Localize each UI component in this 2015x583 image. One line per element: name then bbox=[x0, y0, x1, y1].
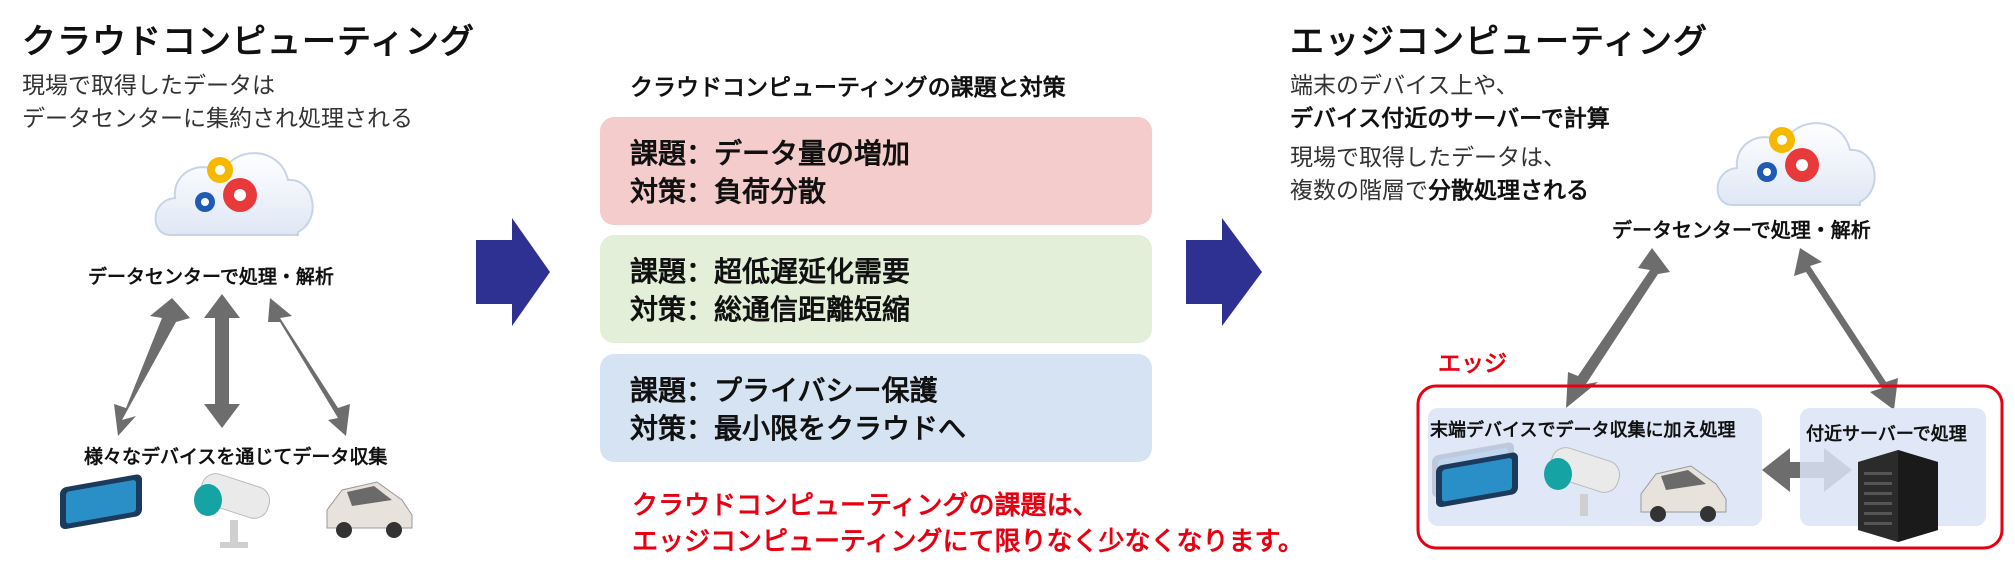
arrow-right-2 bbox=[1186, 218, 1262, 326]
edge-boundary bbox=[1416, 384, 2004, 550]
cloud-datacenter-label: データセンターで処理・解析 bbox=[88, 266, 334, 288]
conclusion-line-1: クラウドコンピューティングの課題は、 bbox=[632, 491, 1099, 521]
edge-phone-icon bbox=[1436, 452, 1518, 508]
phone-icon bbox=[60, 474, 142, 530]
cloud-arrow-left bbox=[114, 298, 190, 436]
issue-card-latency: 課題：超低遅延化需要 対策：総通信距離短縮 bbox=[600, 235, 1152, 343]
edge-desc-line-1: 端末のデバイス上や、 bbox=[1290, 73, 1519, 99]
edge-desc-line-2: デバイス付近のサーバーで計算 bbox=[1290, 106, 1610, 132]
edge-device-box-label: 末端デバイスでデータ収集に加え処理 bbox=[1430, 420, 1736, 441]
measure-text: 対策：最小限をクラウドへ bbox=[630, 412, 967, 445]
camera-icon bbox=[194, 473, 271, 548]
measure-text: 対策：総通信距離短縮 bbox=[630, 293, 911, 326]
issue-text: 課題：超低遅延化需要 bbox=[630, 255, 911, 288]
issue-card-privacy: 課題：プライバシー保護 対策：最小限をクラウドへ bbox=[600, 354, 1152, 462]
edge-label: エッジ bbox=[1438, 351, 1507, 377]
edge-datacenter-label: データセンターで処理・解析 bbox=[1612, 218, 1871, 242]
edge-arrow-right bbox=[1794, 248, 1898, 410]
issue-card-data-volume: 課題：データ量の増加 対策：負荷分散 bbox=[600, 117, 1152, 225]
cloud-desc-line-1: 現場で取得したデータは bbox=[22, 73, 275, 99]
edge-title: エッジコンピューティング bbox=[1290, 22, 1708, 62]
car-icon bbox=[326, 481, 413, 538]
edge-server-box-label: 付近サーバーで処理 bbox=[1806, 424, 1967, 445]
cloud-devices-label: 様々なデバイスを通じてデータ収集 bbox=[84, 446, 388, 468]
edge-arrow-left bbox=[1566, 248, 1670, 408]
edge-desc-line-3: 現場で取得したデータは、 bbox=[1290, 145, 1566, 171]
issue-text: 課題：プライバシー保護 bbox=[630, 374, 938, 407]
edge-description: 端末のデバイス上や、 デバイス付近のサーバーで計算 現場で取得したデータは、 複… bbox=[1290, 70, 1610, 208]
measure-text: 対策：負荷分散 bbox=[630, 175, 827, 208]
arrow-right-1 bbox=[476, 218, 550, 326]
cloud-arrow-center bbox=[204, 294, 240, 428]
conclusion-line-2: エッジコンピューティングにて限りなく少なくなります。 bbox=[632, 527, 1304, 557]
cloud-gears-icon bbox=[154, 152, 314, 236]
edge-camera-icon bbox=[1544, 447, 1621, 516]
edge-desc-line-4-bold: 分散処理される bbox=[1428, 178, 1589, 204]
edge-desc-line-4: 複数の階層で分散処理される bbox=[1290, 175, 1610, 208]
cloud-arrows bbox=[114, 294, 350, 436]
issues-conclusion: クラウドコンピューティングの課題は、 エッジコンピューティングにて限りなく少なく… bbox=[632, 488, 1304, 560]
cloud-desc-line-2: データセンターに集約され処理される bbox=[22, 106, 413, 132]
server-rack-icon bbox=[1858, 450, 1938, 542]
cloud-description: 現場で取得したデータは データセンターに集約され処理される bbox=[22, 70, 413, 136]
issue-text: 課題：データ量の増加 bbox=[630, 137, 911, 170]
edge-car-icon bbox=[1640, 465, 1727, 522]
issues-heading: クラウドコンピューティングの課題と対策 bbox=[630, 75, 1066, 101]
cloud-arrow-right bbox=[268, 298, 350, 436]
cloud-title: クラウドコンピューティング bbox=[22, 22, 475, 62]
edge-desc-line-4-plain: 複数の階層で bbox=[1290, 178, 1428, 204]
edge-cloud-gears-icon bbox=[1716, 122, 1876, 206]
